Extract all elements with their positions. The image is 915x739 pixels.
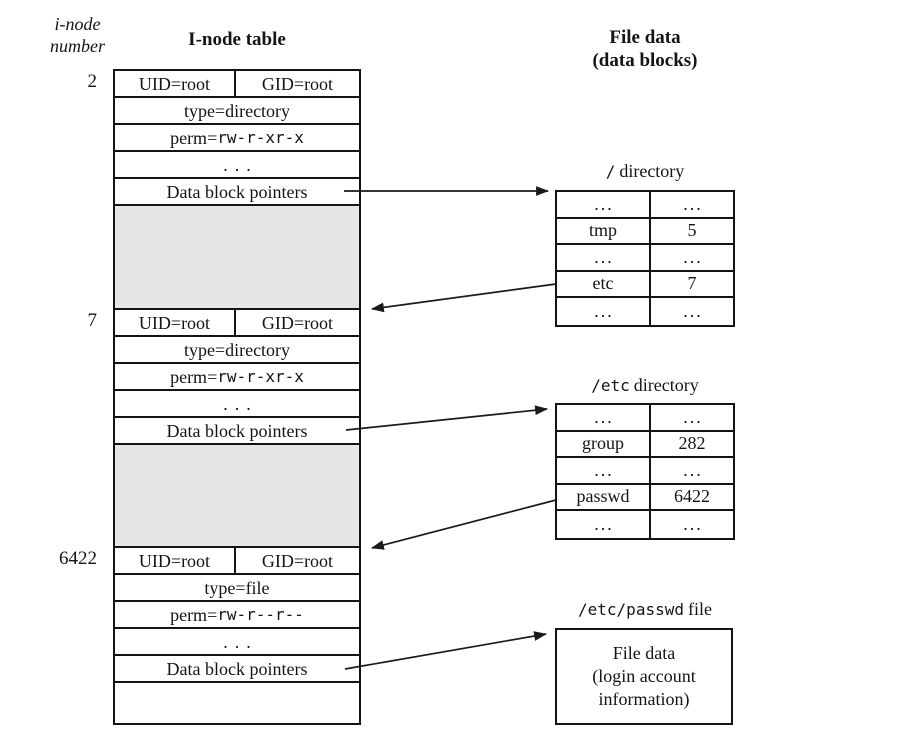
root-directory-label-text: directory <box>619 161 685 181</box>
table-row: ... ... <box>557 458 733 485</box>
inode6422-uid-cell: UID=root <box>115 548 236 573</box>
inode2-ellipsis-row: ... <box>115 152 359 179</box>
file-data-title-line2: (data blocks) <box>592 50 698 71</box>
passwd-file-content-line2: (login account <box>592 666 696 686</box>
entry-name-cell: ... <box>557 405 651 430</box>
entry-name-cell: etc <box>557 271 651 296</box>
inode6422-gid-cell: GID=root <box>261 550 334 571</box>
entry-inode-cell: ... <box>683 406 703 427</box>
entry-inode-cell: ... <box>683 246 703 267</box>
table-row: ... ... <box>557 192 733 219</box>
entry-name-cell: group <box>557 431 651 456</box>
table-row: group 282 <box>557 431 733 458</box>
passwd-file-content-line3: information) <box>598 689 690 709</box>
inode-number-label-line2: number <box>50 36 105 56</box>
etc-directory-path: /etc <box>591 376 630 395</box>
ellipsis: ... <box>223 154 258 175</box>
table-row: passwd 6422 <box>557 484 733 511</box>
inode6422-perm-row: perm=rw-r--r-- <box>115 602 359 629</box>
inode7-type-row: type=directory <box>115 337 359 364</box>
passwd-file-data-box: File data (login account information) <box>555 628 733 725</box>
entry-name-cell: ... <box>557 245 651 270</box>
table-row: ... ... <box>557 298 733 325</box>
passwd-file-path: /etc/passwd <box>578 600 684 619</box>
inode-number-column-label: i-node number <box>25 13 130 57</box>
arrow-inode7-pointers-to-etc-directory <box>345 405 549 431</box>
inode-table-empty-row <box>115 683 359 723</box>
table-row: tmp 5 <box>557 218 733 245</box>
inode-number-2: 2 <box>87 71 98 92</box>
etc-directory-label-text: directory <box>633 375 699 395</box>
inode2-type-row: type=directory <box>115 98 359 125</box>
inode-table: UID=root GID=root type=directory perm=rw… <box>113 69 361 725</box>
root-directory-path: / <box>605 162 616 181</box>
root-directory-label: /directory <box>495 161 795 182</box>
table-row: ... ... <box>557 245 733 272</box>
file-data-title-line1: File data <box>609 27 681 48</box>
inode6422-ellipsis-row: ... <box>115 629 359 656</box>
perm-value: rw-r--r-- <box>217 604 304 624</box>
inode7-uid-cell: UID=root <box>115 310 236 335</box>
perm-label: perm= <box>170 604 218 625</box>
arrow-passwd-entry-to-inode6422 <box>370 499 557 550</box>
root-directory-table: ... ... tmp 5 ... ... etc 7 ... ... <box>555 190 735 327</box>
inode7-data-block-pointers-row: Data block pointers <box>115 418 359 445</box>
inode2-uid-gid-row: UID=root GID=root <box>115 71 359 98</box>
inode6422-type-row: type=file <box>115 575 359 602</box>
inode-number-7: 7 <box>87 310 98 331</box>
inode-table-gap-2 <box>115 445 359 548</box>
file-data-title: File data (data blocks) <box>495 26 795 72</box>
entry-name-cell: ... <box>557 511 651 538</box>
entry-inode-cell: 6422 <box>674 486 710 507</box>
passwd-file-label-text: file <box>687 599 712 619</box>
ellipsis: ... <box>223 631 258 652</box>
inode2-gid-cell: GID=root <box>261 73 334 94</box>
passwd-file-content-line1: File data <box>612 643 676 663</box>
inode7-ellipsis-row: ... <box>115 391 359 418</box>
entry-inode-cell: ... <box>683 513 703 534</box>
entry-inode-cell: ... <box>683 300 703 321</box>
table-row: etc 7 <box>557 271 733 298</box>
arrow-etc-entry-to-inode7 <box>370 283 557 313</box>
entry-name-cell: tmp <box>557 218 651 243</box>
inode-number-6422: 6422 <box>59 548 97 569</box>
inode2-data-block-pointers-row: Data block pointers <box>115 179 359 206</box>
table-row: ... ... <box>557 511 733 538</box>
entry-inode-cell: 282 <box>678 433 706 454</box>
entry-name-cell: ... <box>557 458 651 483</box>
inode-number-label-line1: i-node <box>54 14 101 34</box>
inode7-gid-cell: GID=root <box>261 312 334 333</box>
entry-inode-cell: 5 <box>687 220 697 241</box>
inode7-uid-gid-row: UID=root GID=root <box>115 310 359 337</box>
perm-value: rw-r-xr-x <box>217 127 304 147</box>
inode2-uid-cell: UID=root <box>115 71 236 96</box>
perm-label: perm= <box>170 127 218 148</box>
table-row: ... ... <box>557 405 733 432</box>
perm-label: perm= <box>170 366 218 387</box>
entry-name-cell: passwd <box>557 484 651 509</box>
entry-name-cell: ... <box>557 192 651 217</box>
perm-value: rw-r-xr-x <box>217 366 304 386</box>
inode6422-uid-gid-row: UID=root GID=root <box>115 548 359 575</box>
entry-inode-cell: ... <box>683 459 703 480</box>
entry-inode-cell: ... <box>683 193 703 214</box>
inode-table-title: I-node table <box>188 29 286 50</box>
ellipsis: ... <box>223 393 258 414</box>
inode-table-gap-1 <box>115 206 359 310</box>
inode6422-data-block-pointers-row: Data block pointers <box>115 656 359 683</box>
entry-name-cell: ... <box>557 298 651 325</box>
etc-directory-table: ... ... group 282 ... ... passwd 6422 ..… <box>555 403 735 540</box>
inode2-perm-row: perm=rw-r-xr-x <box>115 125 359 152</box>
inode7-perm-row: perm=rw-r-xr-x <box>115 364 359 391</box>
entry-inode-cell: 7 <box>687 273 697 294</box>
arrow-inode6422-pointers-to-passwd-file <box>344 631 548 670</box>
